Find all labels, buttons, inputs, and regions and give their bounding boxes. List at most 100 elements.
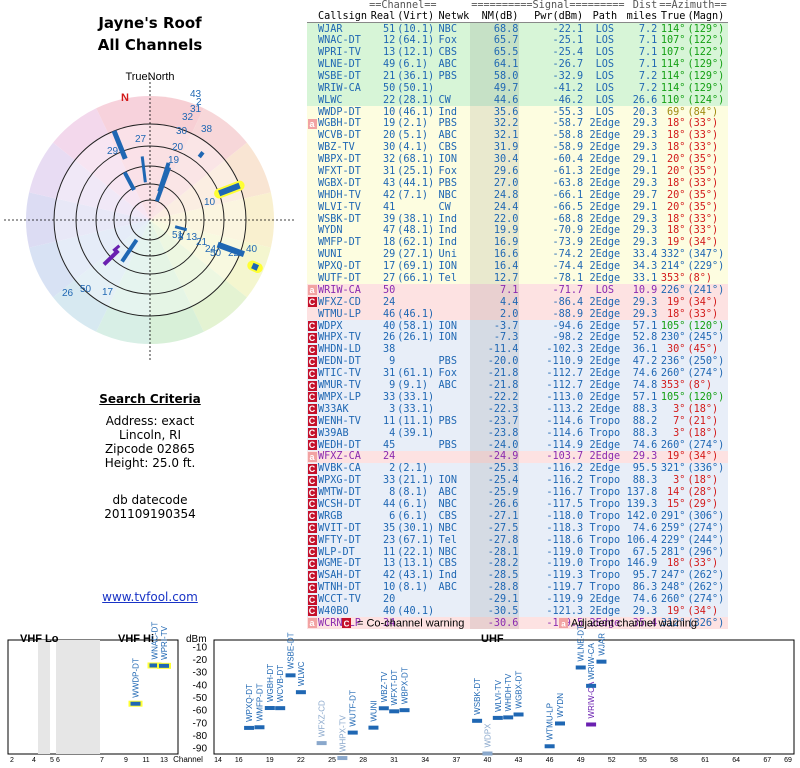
real-channel-cell: 34 [383,617,396,629]
x-tick-label: 11 [142,757,149,764]
warning-flag [307,130,317,142]
virtual-channel-cell [396,451,437,463]
power-cell: -118.6 [546,534,584,546]
warning-flag [307,70,317,82]
virtual-channel-cell: (6.1) [397,510,428,522]
true-azimuth-cell: 18° [667,177,686,189]
real-channel-cell: 13 [383,558,396,570]
spectrum-mark [544,744,555,749]
path-cell: 2Edge [589,605,621,617]
path-cell: 2Edge [589,380,621,392]
polar-channel-label: 24 [205,244,217,255]
tvfool-link[interactable]: www.tvfool.com [102,590,198,604]
col-miles: miles [625,11,659,24]
warning-flag [307,47,317,59]
warning-flag-letter: C [307,487,317,498]
distance-cell: 29.3 [632,130,658,142]
magnetic-azimuth-cell: (347°) [687,249,725,261]
warning-flag: a [307,118,317,130]
path-cell: Tropo [589,534,621,546]
callsign-cell: WFXZ-CA [318,451,361,463]
virtual-channel-cell: (58.1) [397,320,435,332]
warning-flag: a [307,284,317,296]
virtual-channel-cell: (6.1) [397,59,428,70]
power-cell: -41.2 [552,82,584,94]
virtual-channel-cell: (36.1) [397,70,435,82]
network-cell: Fox [438,35,457,47]
network-cell: ION [438,332,457,344]
callsign-cell: WCVB-DT [318,130,361,142]
true-azimuth-cell: 19° [667,296,686,308]
warning-flag-letter: C [307,558,317,569]
y-tick-label: -20 [193,655,208,666]
north-marker: N [121,92,129,104]
real-channel-cell: 24 [383,296,396,308]
spectrum-mark [555,721,565,726]
warning-flag [307,35,317,47]
virtual-channel-cell: (8.1) [397,487,428,499]
virtual-channel-cell: (43.1) [397,570,435,582]
y-tick-label: -50 [193,693,208,704]
callsign-cell: WMPX-LP [318,391,361,403]
warning-flag: C [307,356,317,368]
x-tick-label: 64 [732,757,740,764]
spectrum-station-label: WBZ-TV [380,671,389,702]
callsign-cell: WRIW-CA [318,82,361,94]
virtual-channel-cell: (7.1) [397,189,428,201]
warning-flag [307,249,317,261]
true-azimuth-cell: 18° [667,130,686,142]
nm-cell: 16.9 [470,236,520,249]
warning-flag: C [307,570,317,582]
